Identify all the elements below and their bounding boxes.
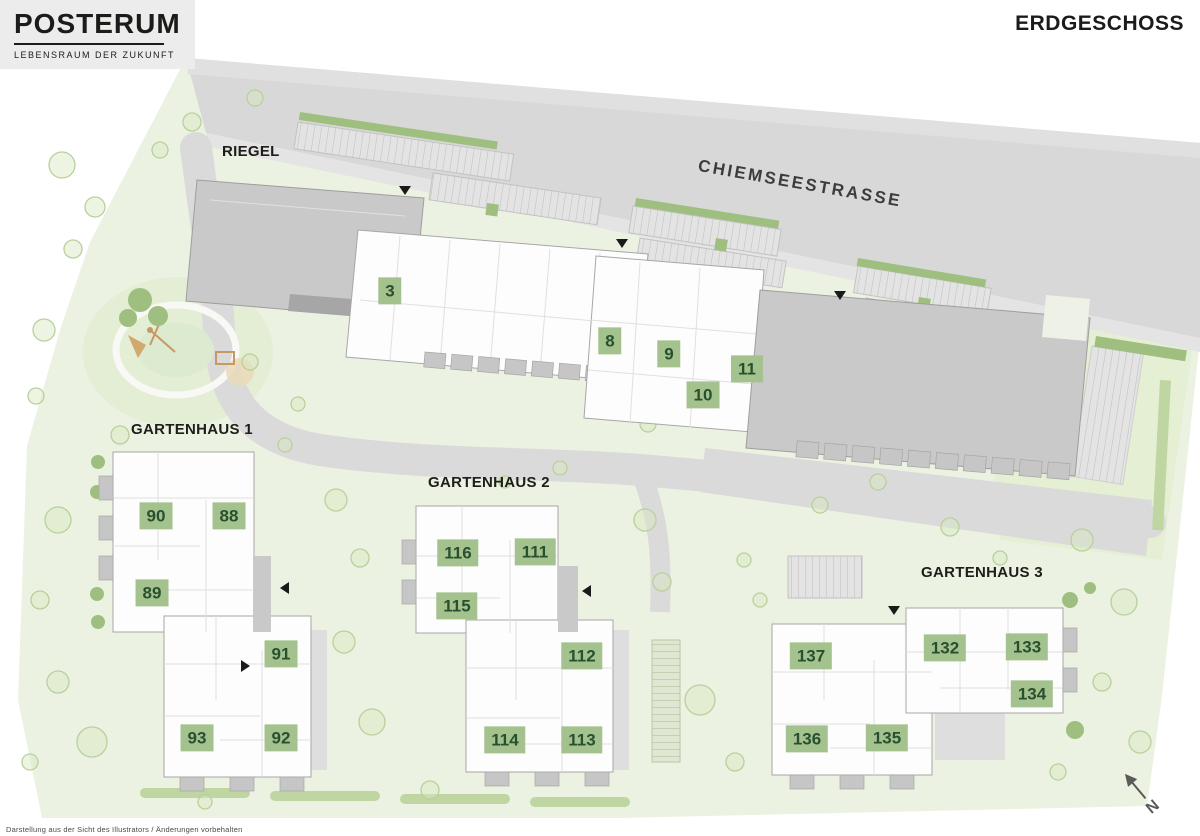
unit-badge-10[interactable]: 10 [686,381,720,409]
unit-badge-93[interactable]: 93 [180,724,214,752]
unit-badge-115[interactable]: 115 [436,592,478,620]
floor-label: ERDGESCHOSS [1015,12,1184,35]
unit-badge-136[interactable]: 136 [785,725,829,753]
building-label-gartenhaus-3: GARTENHAUS 3 [921,564,1043,581]
unit-badge-92[interactable]: 92 [264,724,298,752]
logo-rule [14,43,164,45]
playground [112,301,254,399]
building-label-gartenhaus-1: GARTENHAUS 1 [131,421,253,438]
unit-badge-3[interactable]: 3 [378,277,402,305]
unit-badge-135[interactable]: 135 [865,724,909,752]
building-label-riegel: RIEGEL [222,143,280,160]
unit-badge-134[interactable]: 134 [1010,680,1054,708]
building-riegel [185,179,1091,481]
unit-badge-116[interactable]: 116 [437,539,479,567]
unit-badge-9[interactable]: 9 [657,340,681,368]
unit-badge-89[interactable]: 89 [135,579,169,607]
hedges [90,112,1187,807]
unit-badge-114[interactable]: 114 [484,726,526,754]
unit-badge-132[interactable]: 132 [923,634,967,662]
unit-badge-112[interactable]: 112 [561,642,603,670]
unit-badge-113[interactable]: 113 [561,726,603,754]
unit-badge-91[interactable]: 91 [264,640,298,668]
unit-badge-137[interactable]: 137 [789,642,833,670]
logo: POSTERUM LEBENSRAUM DER ZUKUNFT [0,0,195,69]
entrance-markers [241,186,900,672]
unit-badge-133[interactable]: 133 [1005,633,1049,661]
unit-badge-111[interactable]: 111 [514,538,556,566]
building-label-gartenhaus-2: GARTENHAUS 2 [428,474,550,491]
landscape-trees [21,89,1152,810]
unit-badge-11[interactable]: 11 [731,355,763,383]
logo-title: POSTERUM [14,8,181,39]
logo-subtitle: LEBENSRAUM DER ZUKUNFT [14,50,176,60]
internal-roads [180,132,1166,613]
unit-badge-88[interactable]: 88 [212,502,246,530]
disclaimer-text: Darstellung aus der Sicht des Illustrato… [6,825,243,834]
unit-badge-90[interactable]: 90 [139,502,173,530]
north-letter: N [1143,797,1163,817]
north-indicator: N [1116,766,1166,820]
unit-badge-8[interactable]: 8 [598,327,622,355]
